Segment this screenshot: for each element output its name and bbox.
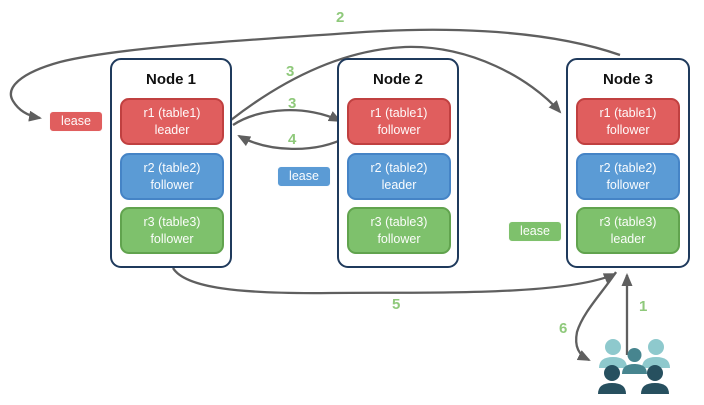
step-label-4: 4 <box>288 131 297 148</box>
lease-badge-green: lease <box>508 221 562 242</box>
node-card-2: Node 2 r1 (table1) follower r2 (table2) … <box>337 58 459 268</box>
user-front-left-icon <box>598 365 626 394</box>
arrow-step3-node1-to-node2 <box>232 109 342 126</box>
replica-role: follower <box>606 122 650 137</box>
users-group-icon <box>598 339 670 394</box>
step-label-2: 2 <box>336 9 345 26</box>
replica-name: r3 (table3) <box>143 215 201 230</box>
node-card-1: Node 1 r1 (table1) leader r2 (table2) fo… <box>110 58 232 268</box>
replica-role: follower <box>150 231 194 246</box>
replica-role: leader <box>154 122 190 137</box>
replica-node2-r3: r3 (table3) follower <box>347 207 451 254</box>
replica-name: r1 (table1) <box>143 106 201 121</box>
step-label-1: 1 <box>639 298 648 315</box>
replica-node3-r1: r1 (table1) follower <box>576 98 680 145</box>
replica-role: follower <box>150 177 194 192</box>
replica-name: r3 (table3) <box>599 215 657 230</box>
replica-node1-r3: r3 (table3) follower <box>120 207 224 254</box>
replica-node1-r1: r1 (table1) leader <box>120 98 224 145</box>
replica-node2-r1: r1 (table1) follower <box>347 98 451 145</box>
replica-role: follower <box>377 231 421 246</box>
replica-node3-r2: r2 (table2) follower <box>576 153 680 200</box>
replica-name: r2 (table2) <box>370 161 428 176</box>
arrow-step5-node1-to-node3 <box>172 267 617 295</box>
arrow-step3-node1-to-node3 <box>230 45 562 121</box>
replica-node2-r2: r2 (table2) leader <box>347 153 451 200</box>
user-front-right-icon <box>641 365 669 394</box>
user-middle-icon <box>622 348 647 374</box>
step-label-3a: 3 <box>286 63 295 80</box>
step-label-5: 5 <box>392 296 401 313</box>
node-title: Node 2 <box>372 71 423 88</box>
replica-name: r1 (table1) <box>370 106 428 121</box>
step-label-6: 6 <box>559 320 568 337</box>
replica-role: follower <box>377 122 421 137</box>
user-back-right-icon <box>642 339 670 368</box>
replica-node3-r3: r3 (table3) leader <box>576 207 680 254</box>
replica-name: r3 (table3) <box>370 215 428 230</box>
replica-name: r2 (table2) <box>599 161 657 176</box>
user-back-left-icon <box>599 339 627 368</box>
node-title: Node 1 <box>145 71 196 88</box>
node-title: Node 3 <box>602 71 653 88</box>
replica-name: r2 (table2) <box>143 161 201 176</box>
replica-role: follower <box>606 177 650 192</box>
replica-role: leader <box>381 177 417 192</box>
arrow-step4-node2-to-node1 <box>237 134 348 151</box>
node-card-3: Node 3 r1 (table1) follower r2 (table2) … <box>566 58 690 268</box>
step-label-3b: 3 <box>288 95 297 112</box>
lease-badge-red: lease <box>49 111 103 132</box>
replica-node1-r2: r2 (table2) follower <box>120 153 224 200</box>
arrow-step6-node3-to-users <box>575 271 617 362</box>
replica-role: leader <box>610 231 646 246</box>
arrow-step2-node3-to-lease1 <box>9 28 621 122</box>
replica-name: r1 (table1) <box>599 106 657 121</box>
lease-badge-blue: lease <box>277 166 331 187</box>
